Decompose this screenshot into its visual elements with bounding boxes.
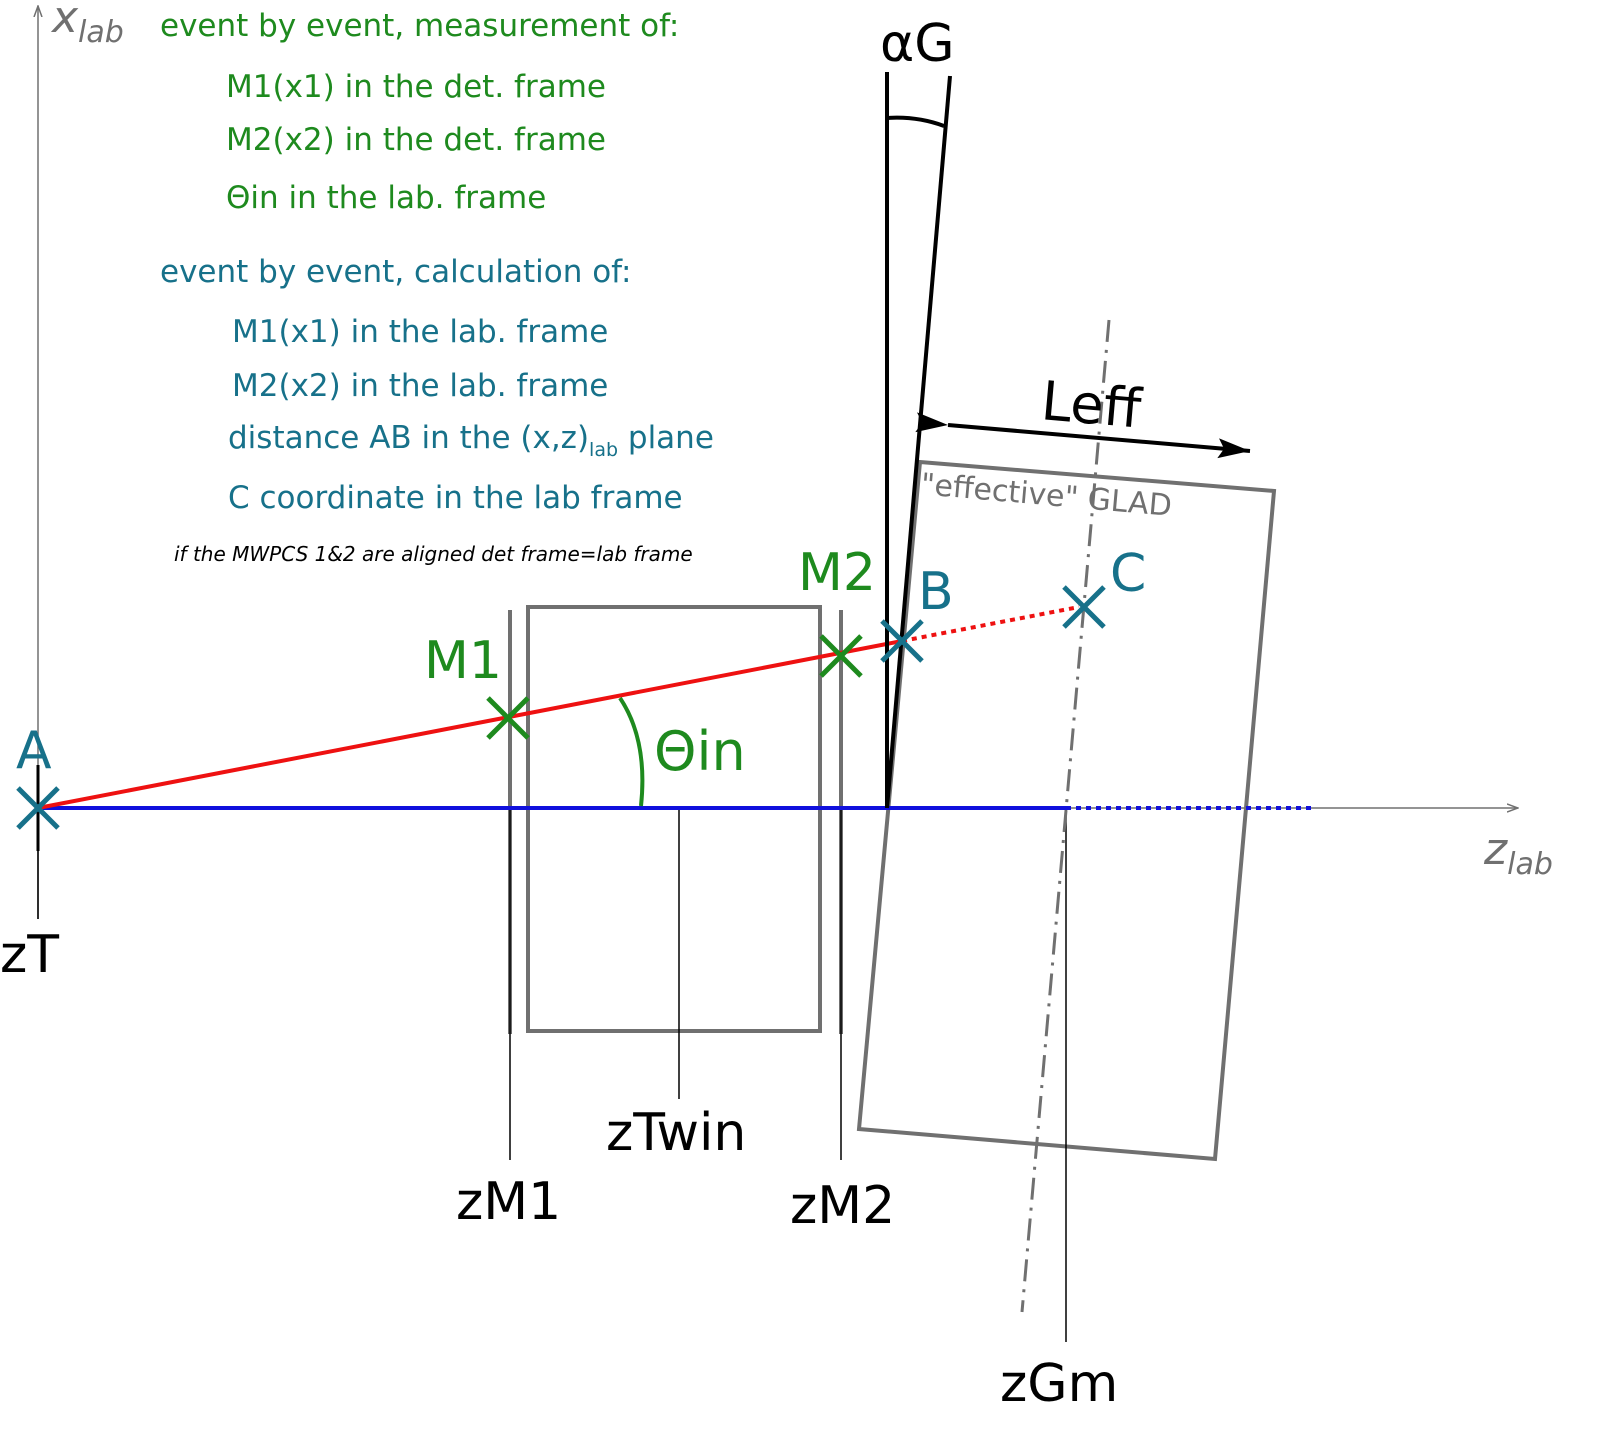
z-lab-axis-label: zlab xyxy=(1483,824,1553,882)
zM1-label: zM1 xyxy=(456,1172,561,1232)
point-C-marker xyxy=(1062,585,1106,629)
alignment-note: if the MWPCS 1&2 are aligned det frame=l… xyxy=(174,542,693,566)
point-A-marker xyxy=(16,786,60,830)
target-window-box xyxy=(526,605,822,1033)
calculation-item: M2(x2) in the lab. frame xyxy=(232,368,608,404)
alpha-g-label: αG xyxy=(880,14,955,74)
particle-track-extension xyxy=(901,605,1080,643)
point-M1-marker xyxy=(486,696,530,740)
point-M1-label: M1 xyxy=(424,631,502,691)
glad-effective-box xyxy=(856,459,1277,1162)
point-B-marker xyxy=(880,619,924,663)
calculation-distance-item: distance AB in the (x,z)lab plane xyxy=(228,420,714,461)
zT-label: zT xyxy=(0,925,59,985)
zTwin-label: zTwin xyxy=(606,1103,746,1163)
leff-arrow xyxy=(915,412,1251,459)
point-C-label: C xyxy=(1110,544,1146,604)
particle-track xyxy=(37,639,903,810)
theta-in-arc xyxy=(618,696,645,807)
glad-label: "effective" GLAD xyxy=(919,467,1173,524)
point-M2-label: M2 xyxy=(798,543,876,603)
measurement-item: Θin in the lab. frame xyxy=(226,180,546,216)
measurement-item: M1(x1) in the det. frame xyxy=(226,69,606,105)
measurement-heading: event by event, measurement of: xyxy=(160,8,679,44)
point-A-label: A xyxy=(16,721,52,781)
glad-entrance-line xyxy=(885,75,952,809)
zM2-label: zM2 xyxy=(790,1176,895,1236)
zGm-label: zGm xyxy=(1000,1354,1118,1414)
leff-label: Leff xyxy=(1039,369,1145,441)
point-M2-marker xyxy=(819,634,863,678)
x-lab-axis-label: xlab xyxy=(50,0,124,50)
alpha-g-arc xyxy=(886,115,945,128)
theta-in-label: Θin xyxy=(654,720,746,783)
calculation-item: C coordinate in the lab frame xyxy=(228,480,683,516)
calculation-heading: event by event, calculation of: xyxy=(160,254,631,290)
glad-center-axis xyxy=(1020,319,1111,1313)
measurement-item: M2(x2) in the det. frame xyxy=(226,122,606,158)
calculation-item: M1(x1) in the lab. frame xyxy=(232,314,608,350)
point-B-label: B xyxy=(918,562,954,622)
